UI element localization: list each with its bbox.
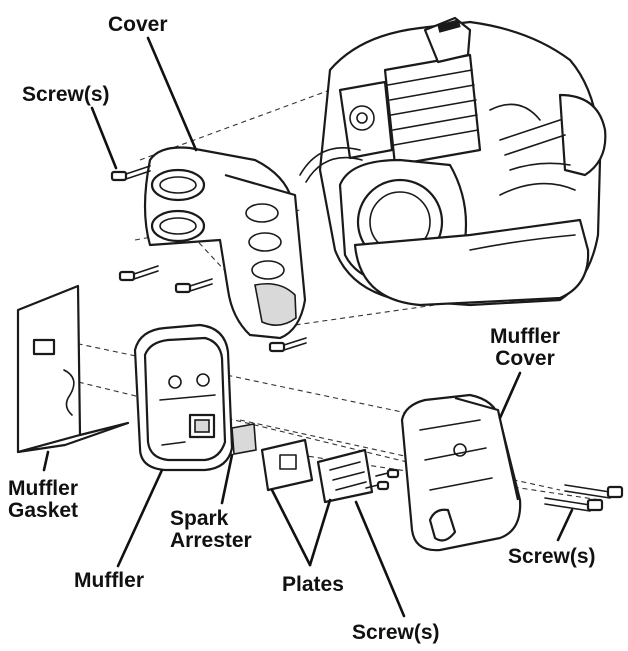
label-screws-bottom: Screw(s)	[352, 621, 440, 644]
spark-arrester	[231, 423, 257, 455]
screw-3	[174, 278, 213, 294]
leader-lines	[42, 36, 574, 618]
screw-4	[268, 337, 307, 353]
muffler-cover-screws	[544, 484, 624, 512]
leader-spark-arrester	[220, 453, 234, 505]
label-muffler: Muffler	[74, 569, 144, 592]
label-spark-arrester-line1: Spark	[170, 507, 229, 530]
leader-plates-right	[308, 498, 332, 567]
leader-plates-left	[270, 488, 312, 567]
label-muffler-cover-line1: Muffler	[490, 325, 560, 348]
plate-screw-2	[365, 480, 390, 491]
plates	[260, 438, 374, 504]
label-muffler-cover-line2: Cover	[495, 347, 555, 370]
label-cover: Cover	[108, 13, 168, 36]
leader-cover	[146, 36, 198, 152]
cover-screws	[110, 165, 307, 353]
label-muffler-gasket-line2: Gasket	[8, 499, 79, 522]
muffler-gasket	[16, 284, 130, 454]
muffler-cover-part	[400, 393, 522, 552]
muffler-part	[133, 323, 234, 472]
screw-2	[118, 265, 159, 282]
cover-part	[143, 146, 307, 340]
label-muffler-gasket: Muffler Gasket	[8, 478, 78, 522]
leader-muffler-gasket	[42, 450, 50, 472]
screw-1	[110, 165, 151, 182]
label-screws-right: Screw(s)	[508, 545, 596, 568]
leader-screws-right	[556, 508, 574, 542]
label-screws-top-left: Screw(s)	[22, 83, 110, 106]
label-plates: Plates	[282, 573, 344, 596]
leader-screws-top-left	[90, 106, 118, 170]
plate-screws	[365, 468, 400, 491]
plate-screw-1	[375, 468, 400, 479]
leader-muffler	[116, 468, 164, 568]
leader-screws-bottom	[354, 500, 406, 618]
label-muffler-cover: Muffler Cover	[470, 326, 580, 370]
leader-muffler-cover	[498, 371, 522, 420]
screw-right-2	[544, 497, 604, 512]
engine	[299, 16, 607, 307]
label-spark-arrester-line2: Arrester	[170, 529, 252, 552]
screw-right-1	[564, 484, 624, 499]
label-muffler-gasket-line1: Muffler	[8, 477, 78, 500]
label-spark-arrester: Spark Arrester	[170, 508, 252, 552]
